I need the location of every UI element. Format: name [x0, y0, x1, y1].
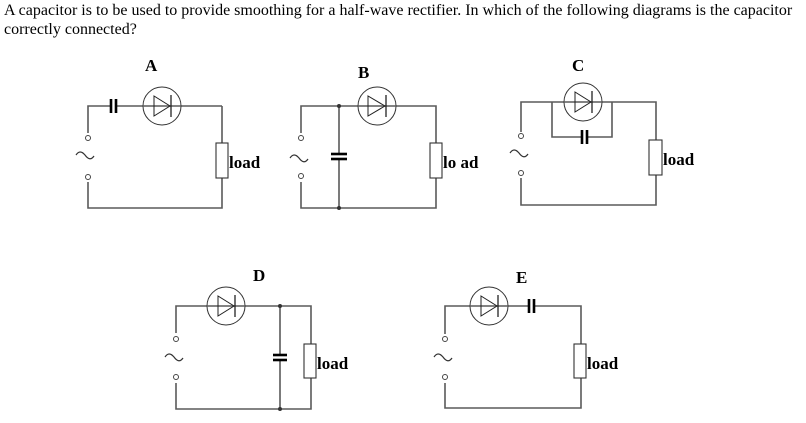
wire	[175, 305, 207, 333]
ac-source-icon	[164, 336, 184, 380]
capacitor-icon	[331, 152, 347, 161]
load-label: load	[663, 150, 695, 169]
wire	[551, 102, 582, 138]
ac-source-icon	[509, 133, 529, 176]
wire	[245, 305, 312, 344]
diagram-label: C	[572, 56, 584, 75]
diode-icon	[469, 286, 509, 326]
load-label: lo ad	[443, 153, 479, 172]
question-text: A capacitor is to be used to provide smo…	[4, 2, 793, 38]
diagram-label: E	[516, 268, 527, 287]
load-resistor-icon	[429, 142, 443, 179]
diode-icon	[142, 86, 182, 126]
wire	[300, 105, 358, 133]
capacitor-icon	[527, 299, 536, 313]
capacitor-icon	[109, 99, 118, 113]
wire	[87, 105, 111, 133]
load-resistor-icon	[573, 343, 587, 379]
diagram-c[interactable]: C load	[509, 56, 695, 206]
diode-icon	[563, 82, 603, 122]
ac-source-icon	[75, 135, 95, 180]
wire	[587, 102, 613, 138]
wire	[520, 101, 564, 132]
capacitor-icon	[580, 130, 589, 144]
diagram-a[interactable]: A load	[75, 56, 261, 209]
diagram-label: D	[253, 266, 265, 285]
junction-dot	[278, 304, 282, 308]
diagram-label: A	[145, 56, 158, 75]
diode-icon	[206, 286, 246, 326]
diagram-label: B	[358, 63, 369, 82]
wire	[520, 175, 657, 206]
wire	[300, 178, 437, 209]
load-label: load	[317, 354, 349, 373]
load-resistor-icon	[215, 142, 229, 179]
load-resistor-icon	[303, 343, 317, 379]
diode-icon	[357, 86, 397, 126]
wire	[602, 101, 657, 140]
wire	[396, 105, 437, 143]
ac-source-icon	[433, 336, 453, 380]
junction-dot	[278, 407, 282, 411]
load-resistor-icon	[648, 139, 663, 176]
wire	[534, 305, 582, 344]
ac-source-icon	[289, 135, 309, 179]
wire	[175, 378, 312, 410]
capacitor-icon	[273, 353, 287, 362]
load-label: load	[229, 153, 261, 172]
wire	[444, 378, 582, 409]
diagram-e[interactable]: E load	[433, 268, 619, 409]
wire	[444, 305, 470, 334]
junction-dot	[337, 206, 341, 210]
wire	[87, 178, 223, 209]
load-label: load	[587, 354, 619, 373]
junction-dot	[337, 104, 341, 108]
diagram-b[interactable]: B lo ad	[289, 63, 479, 210]
diagram-d[interactable]: D load	[164, 266, 349, 411]
